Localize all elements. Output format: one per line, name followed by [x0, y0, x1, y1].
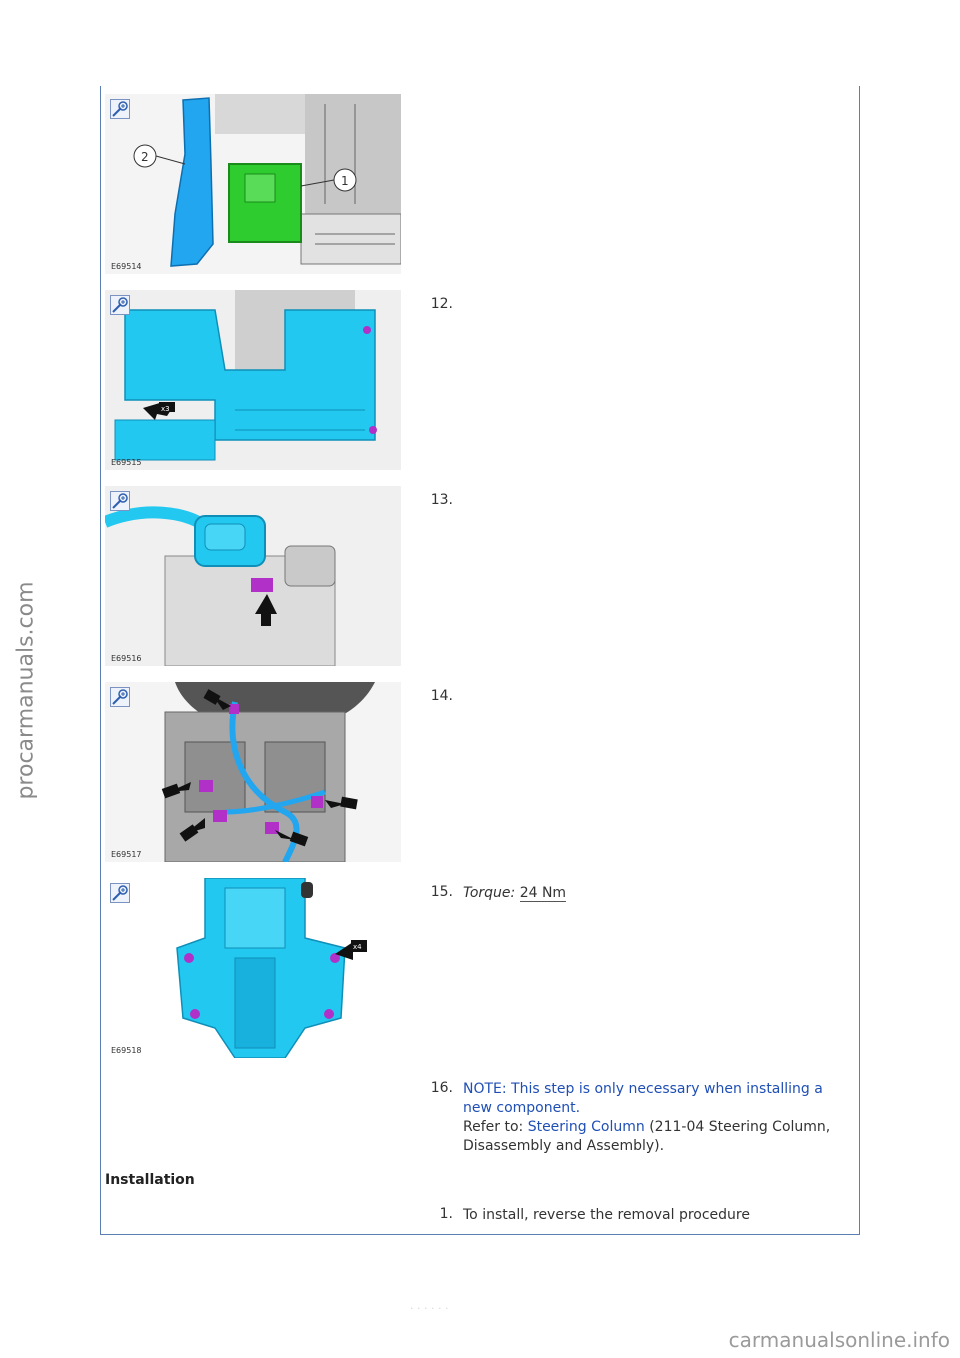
illustration-steering-column: x4	[105, 878, 401, 1058]
figure-code: E69517	[111, 850, 142, 859]
bottom-watermark: carmanualsonline.info	[728, 1328, 950, 1352]
figure-e69514[interactable]: 2 1 E69514	[105, 94, 401, 274]
step-number: 15.	[430, 884, 453, 900]
figure-code: E69518	[111, 1046, 142, 1055]
step-number: 16.	[430, 1080, 453, 1096]
zoom-icon[interactable]	[110, 883, 130, 903]
figure-code: E69515	[111, 458, 142, 467]
illustration-trim-panel: 2 1	[105, 94, 401, 274]
step-number: 13.	[430, 492, 453, 508]
zoom-icon[interactable]	[110, 491, 130, 511]
zoom-icon[interactable]	[110, 687, 130, 707]
step-number: 12.	[430, 296, 453, 312]
figure-e69515[interactable]: x3 E69515	[105, 290, 401, 470]
steering-column-link[interactable]: Steering Column	[527, 1119, 645, 1135]
step-16-text: NOTE: This step is only necessary when i…	[463, 1080, 843, 1156]
torque-value[interactable]: 24 Nm	[519, 885, 567, 902]
refer-prefix: Refer to:	[463, 1119, 528, 1135]
figure-e69517[interactable]: E69517	[105, 682, 401, 862]
callout-2: 2	[141, 150, 149, 164]
step-number: 1.	[439, 1206, 453, 1222]
zoom-icon[interactable]	[110, 295, 130, 315]
installation-step-text: To install, reverse the removal procedur…	[463, 1207, 750, 1223]
refer-to-line: Refer to: Steering Column (211-04 Steeri…	[463, 1118, 843, 1156]
callout-1: 1	[341, 174, 349, 188]
illustration-harness	[105, 682, 401, 862]
note-text: NOTE: This step is only necessary when i…	[463, 1081, 823, 1116]
quantity-badge: x4	[353, 943, 362, 951]
figure-e69516[interactable]: E69516	[105, 486, 401, 666]
figure-e69518[interactable]: x4 E69518	[105, 878, 401, 1058]
figure-code: E69514	[111, 262, 142, 271]
footer-faint-text: · · · · · ·	[410, 1302, 449, 1315]
step-number: 14.	[430, 688, 453, 704]
illustration-connector	[105, 486, 401, 666]
quantity-badge: x3	[161, 405, 170, 413]
figure-code: E69516	[111, 654, 142, 663]
torque-spec: Torque: 24 Nm	[463, 884, 843, 903]
illustration-lower-panel: x3	[105, 290, 401, 470]
refer-suffix: (211-04 Steering Column, Disassembly and…	[463, 1119, 831, 1154]
procedure-frame: 2 1 E69514 x3	[100, 86, 860, 1235]
torque-label: Torque:	[463, 885, 516, 901]
installation-heading: Installation	[105, 1172, 195, 1188]
zoom-icon[interactable]	[110, 99, 130, 119]
side-watermark: procarmanuals.com	[13, 580, 39, 800]
